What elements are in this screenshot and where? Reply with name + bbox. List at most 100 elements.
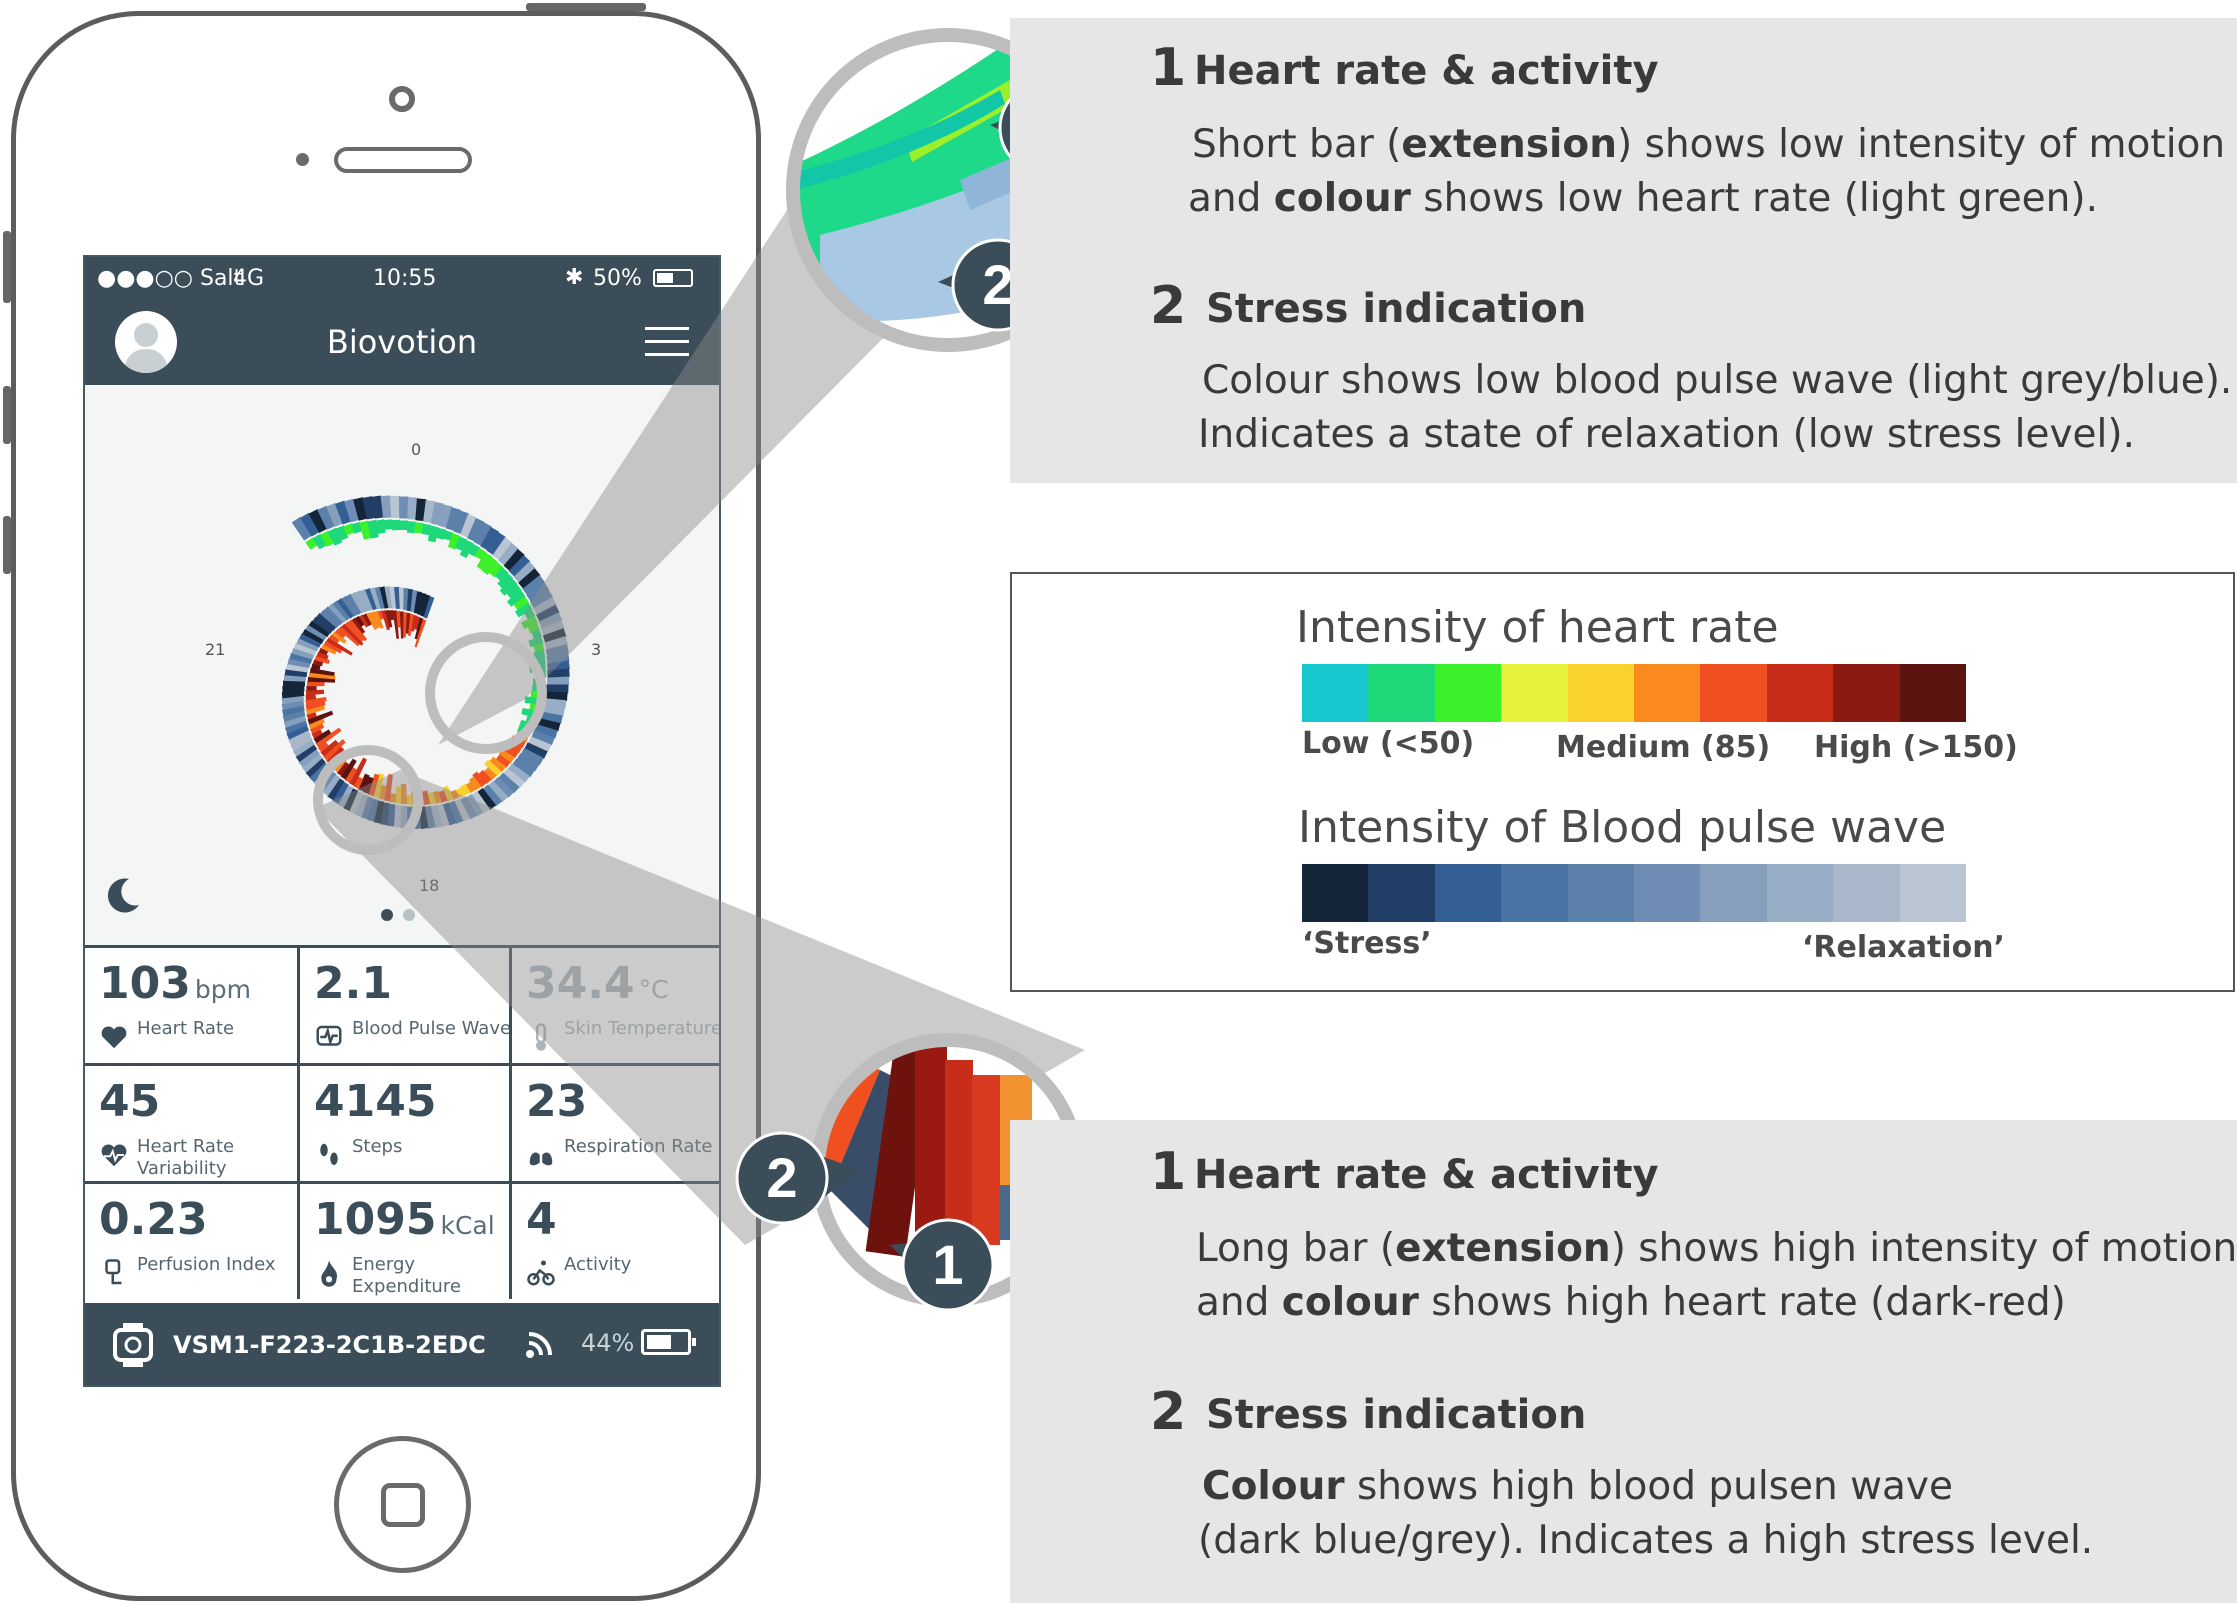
earpiece-speaker: [334, 147, 472, 173]
legend-hr-medium: Medium (85): [1556, 730, 1771, 765]
spiral-segment: [420, 594, 431, 617]
spiral-segment: [430, 501, 445, 526]
spiral-segment: [465, 793, 484, 817]
flame-icon: [321, 1260, 338, 1287]
spiral-segment: [547, 668, 570, 679]
proximity-sensor: [296, 153, 309, 166]
legend-swatch: [1567, 664, 1635, 722]
metric-label: Energy Expenditure: [352, 1254, 461, 1297]
spiral-segment: [518, 568, 541, 589]
spiral-segment: [544, 636, 568, 650]
panel-low-intensity: 1 Heart rate & activity Short bar (exten…: [1010, 18, 2237, 483]
spiral-segment: [302, 628, 325, 644]
legend-swatch: [1833, 664, 1900, 722]
color-legend: Intensity of heart rate Low (<50) Medium…: [1010, 572, 2235, 992]
metric-label: Heart Rate: [137, 1018, 235, 1039]
spiral-segment: [343, 523, 355, 536]
spiral-segment: [488, 561, 504, 578]
watch-icon: [111, 1321, 155, 1373]
spiral-segment: [467, 517, 485, 542]
page-indicator-inactive[interactable]: [403, 909, 415, 921]
spiral-segment: [384, 586, 393, 609]
spiral-segment: [308, 620, 330, 638]
spiral-segment: [529, 589, 554, 609]
spiral-segment: [398, 587, 404, 610]
carrier-label: ●●●○○ Salt: [97, 266, 243, 291]
spiral-segment: [328, 603, 347, 623]
legend-swatch: [1501, 864, 1568, 922]
battery-icon: [653, 269, 693, 287]
panel-top-item1-number: 1: [1150, 38, 1187, 98]
device-footer: VSM1-F223-2C1B-2EDC 44%: [85, 1303, 719, 1385]
spiral-segment: [400, 783, 407, 805]
spiral-segment: [350, 591, 366, 614]
metric-unit: kCal: [440, 1211, 495, 1240]
spiral-segment: [483, 767, 497, 781]
spiral-segment: [526, 582, 550, 602]
spiral-segment: [494, 567, 509, 581]
spiral-segment: [341, 595, 358, 617]
spiral-segment: [414, 522, 424, 534]
spiral-segment: [307, 681, 325, 687]
panel-top-item1-line1: Short bar (extension) shows low intensit…: [1192, 122, 2226, 167]
spiral-segment: [442, 785, 454, 802]
moon-icon[interactable]: [103, 875, 143, 919]
spiral-segment: [316, 651, 329, 660]
legend-swatch: [1899, 664, 1967, 722]
status-bar: ●●●○○ Salt 4G 10:55 ✱ 50%: [85, 257, 719, 301]
avatar-icon[interactable]: [115, 311, 177, 373]
spiral-chart[interactable]: 0 3 21 18: [85, 385, 719, 945]
spiral-segment: [366, 612, 378, 630]
spiral-segment: [323, 640, 343, 654]
device-battery-label: 44%: [581, 1329, 635, 1357]
spiral-segment: [296, 637, 319, 652]
spiral-segment: [398, 496, 409, 519]
spiral-segment: [351, 617, 366, 634]
spiral-chart-area: 0 3 21 18: [85, 385, 719, 945]
spiral-segment: [471, 791, 490, 814]
spiral-segment: [533, 596, 557, 616]
metric-label: Blood Pulse Wave: [352, 1018, 512, 1039]
spiral-segment: [407, 497, 418, 520]
spiral-segment: [542, 628, 567, 643]
spiral-segment: [459, 539, 474, 559]
spiral-segment: [327, 527, 343, 546]
spiral-segment: [312, 659, 324, 667]
legend-swatch: [1766, 664, 1834, 722]
spiral-segment: [373, 610, 384, 629]
spiral-segment: [415, 498, 427, 522]
spiral-segment: [344, 498, 360, 523]
spiral-segment: [292, 739, 315, 757]
volume-down-button: [3, 516, 11, 574]
page-indicator-active[interactable]: [381, 909, 393, 921]
spiral-segment: [472, 771, 487, 788]
spiral-segment: [406, 795, 413, 805]
legend-swatch: [1567, 864, 1635, 922]
legend-swatch: [1634, 864, 1701, 922]
spiral-segment: [305, 705, 326, 715]
spiral-segment: [315, 612, 337, 631]
spiral-segment: [448, 533, 461, 550]
volume-up-button: [3, 386, 11, 444]
panel-top-item2-heading: Stress indication: [1206, 286, 1587, 332]
spiral-segment: [455, 536, 468, 551]
spiral-segment: [283, 715, 307, 728]
spiral-segment: [453, 510, 469, 535]
spiral-segment: [430, 804, 443, 829]
hamburger-menu-icon[interactable]: [645, 327, 689, 357]
spiral-segment: [313, 729, 332, 744]
spiral-segment: [305, 694, 317, 701]
spiral-segment: [514, 602, 533, 618]
panel-bottom-item2-line1: Colour shows high blood pulsen wave: [1202, 1464, 1953, 1509]
home-button[interactable]: [334, 1436, 471, 1573]
spiral-segment: [311, 729, 323, 739]
